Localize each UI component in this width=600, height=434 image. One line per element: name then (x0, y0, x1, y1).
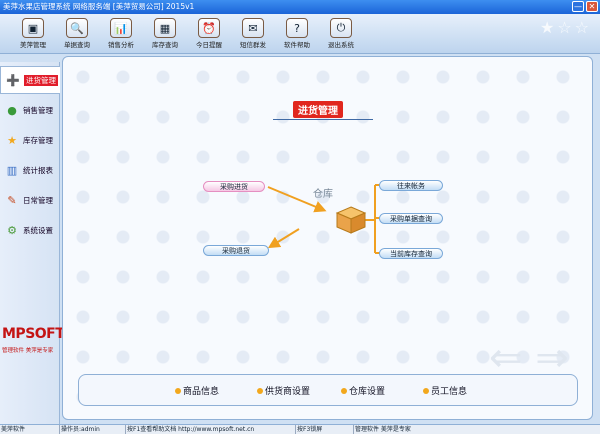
daily-icon: ✎ (7, 193, 17, 207)
bullet-icon (341, 387, 347, 394)
toolbar-label: 销售分析 (108, 41, 134, 49)
brand-slogan: 管理软件 美萍是专家 (2, 348, 54, 354)
toolbar-button-doc-query[interactable]: 🔍 单据查询 (58, 18, 96, 52)
decoration-stars-icon: ★☆☆ (539, 18, 592, 37)
app-icon: ▣ (22, 18, 44, 38)
quick-link-label: 商品信息 (183, 387, 220, 397)
warehouse-label: 仓库 (313, 189, 333, 200)
brand-logo: MPSOFT (2, 326, 65, 342)
account-ledger-button[interactable]: 往来帐务 (379, 180, 443, 191)
arrow-out-of-warehouse (267, 228, 300, 249)
toolbar-button-stock-query[interactable]: ▦ 库存查询 (146, 18, 184, 52)
sales-icon: ● (7, 103, 17, 117)
sidebar-item-label: 进货管理 (24, 74, 58, 86)
quick-link-warehouse[interactable]: 仓库设置 (341, 384, 385, 397)
bullet-icon (423, 387, 429, 394)
sidebar: ➕ 进货管理 ● 销售管理 ★ 库存管理 ▥ 统计报表 ✎ 日常管理 ⚙ 系统设… (0, 62, 65, 424)
toolbar-label: 美萍管理 (20, 41, 46, 49)
report-icon: ▥ (6, 163, 18, 177)
alarm-icon: ⏰ (198, 18, 220, 38)
chart-icon: 📊 (110, 18, 132, 38)
sidebar-item-label: 销售管理 (23, 105, 53, 115)
sidebar-item-reports[interactable]: ▥ 统计报表 (0, 156, 60, 184)
sidebar-item-label: 库存管理 (23, 135, 53, 145)
toolbar-label: 退出系统 (328, 41, 354, 49)
page-title: 进货管理 (293, 101, 343, 118)
toolbar-button-sms[interactable]: ✉ 短信群发 (234, 18, 272, 52)
sidebar-item-sales[interactable]: ● 销售管理 (0, 96, 60, 124)
help-icon: ? (286, 18, 308, 38)
purchase-in-button[interactable]: 采购进货 (203, 181, 265, 192)
sidebar-item-daily[interactable]: ✎ 日常管理 (0, 186, 60, 214)
quick-link-products[interactable]: 商品信息 (175, 384, 219, 397)
quick-link-label: 仓库设置 (349, 387, 386, 397)
toolbar-label: 短信群发 (240, 41, 266, 49)
warehouse-box-icon (335, 205, 367, 235)
minimize-button[interactable]: — (572, 1, 584, 12)
close-button[interactable]: ✕ (586, 1, 598, 12)
sidebar-item-purchase[interactable]: ➕ 进货管理 (0, 66, 60, 94)
purchase-icon: ➕ (6, 73, 20, 87)
sidebar-item-settings[interactable]: ⚙ 系统设置 (0, 216, 60, 244)
title-underline (273, 119, 373, 120)
toolbar-label: 单据查询 (64, 41, 90, 49)
main-panel: 进货管理 仓库 采购进货 采购退货 往来帐务 采购单据查询 当前库存查询 (62, 56, 593, 420)
settings-icon: ⚙ (7, 223, 17, 237)
exit-icon: ⏻ (330, 18, 352, 38)
inventory-icon: ★ (7, 133, 17, 147)
sidebar-item-label: 系统设置 (23, 225, 53, 235)
toolbar: ★☆☆ ▣ 美萍管理 🔍 单据查询 📊 销售分析 ▦ 库存查询 ⏰ 今日提醒 ✉… (0, 14, 600, 54)
mail-icon: ✉ (242, 18, 264, 38)
status-help: 按F1查看帮助文档 http://www.mpsoft.net.cn (126, 425, 296, 434)
status-lock: 按F3锁屏 (296, 425, 354, 434)
sidebar-item-label: 日常管理 (23, 195, 53, 205)
toolbar-label: 软件帮助 (284, 41, 310, 49)
quick-link-label: 供货商设置 (265, 387, 311, 397)
warehouse-icon: ▦ (154, 18, 176, 38)
quick-link-employees[interactable]: 员工信息 (423, 384, 467, 397)
nav-arrow-icon: ⇐ ⇒ (489, 335, 569, 381)
window-title: 美萍水果店管理系统 网络服务端 [美萍贸易公司] 2015v1 (3, 2, 195, 11)
current-stock-query-button[interactable]: 当前库存查询 (379, 248, 443, 259)
quick-link-label: 员工信息 (431, 387, 468, 397)
toolbar-button-admin[interactable]: ▣ 美萍管理 (14, 18, 52, 52)
search-doc-icon: 🔍 (66, 18, 88, 38)
arrow-into-warehouse (267, 186, 327, 213)
sidebar-item-label: 统计报表 (23, 165, 53, 175)
purchase-doc-query-button[interactable]: 采购单据查询 (379, 213, 443, 224)
toolbar-label: 库存查询 (152, 41, 178, 49)
brand: MPSOFT 管理软件 美萍是专家 (2, 326, 65, 354)
sidebar-item-inventory[interactable]: ★ 库存管理 (0, 126, 60, 154)
quick-links-bar: ⇐ ⇒ 商品信息 供货商设置 仓库设置 员工信息 (78, 335, 578, 406)
status-bar: 美萍软件 操作员:admin 按F1查看帮助文档 http://www.mpso… (0, 424, 600, 434)
toolbar-button-exit[interactable]: ⏻ 退出系统 (322, 18, 360, 52)
bullet-icon (257, 387, 263, 394)
status-slogan: 管理软件 美萍是专家 (355, 426, 411, 433)
window-title-bar: 美萍水果店管理系统 网络服务端 [美萍贸易公司] 2015v1 — ✕ (0, 0, 600, 14)
status-app: 美萍软件 (0, 425, 60, 434)
purchase-return-button[interactable]: 采购退货 (203, 245, 269, 256)
quick-link-suppliers[interactable]: 供货商设置 (257, 384, 310, 397)
toolbar-button-sales-analysis[interactable]: 📊 销售分析 (102, 18, 140, 52)
bullet-icon (175, 387, 181, 394)
toolbar-label: 今日提醒 (196, 41, 222, 49)
status-operator: 操作员:admin (60, 425, 126, 434)
toolbar-button-reminder[interactable]: ⏰ 今日提醒 (190, 18, 228, 52)
toolbar-button-help[interactable]: ? 软件帮助 (278, 18, 316, 52)
